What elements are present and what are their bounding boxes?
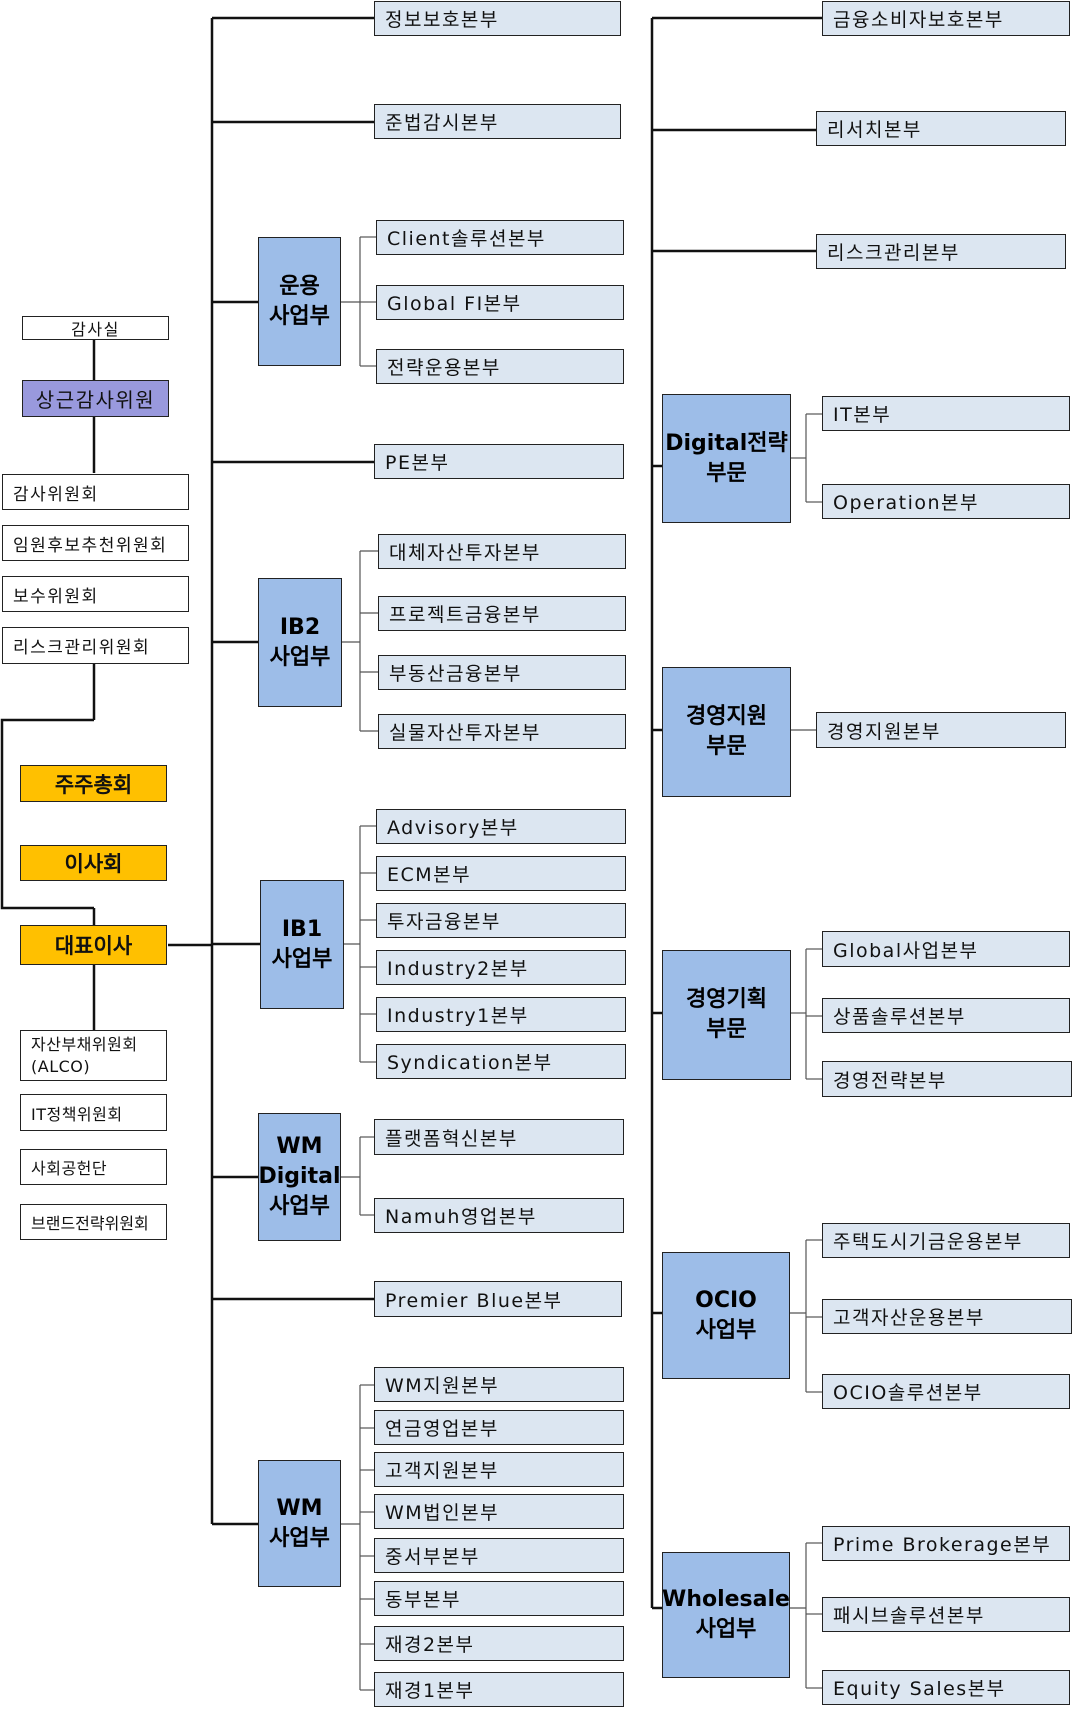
audit-committee-box: 감사위원회 — [2, 474, 189, 510]
ib2-unit: 대체자산투자본부 — [378, 534, 626, 569]
wm-unit: 재경2본부 — [374, 1626, 624, 1661]
digital-unit: Operation본부 — [822, 484, 1070, 519]
digital-division: Digital전략 부문 — [662, 394, 791, 523]
ib1-unit: 투자금융본부 — [376, 903, 626, 938]
ib2-division: IB2 사업부 — [258, 578, 342, 707]
ocio-unit: OCIO솔루션본부 — [822, 1374, 1070, 1409]
ib2-unit: 부동산금융본부 — [378, 655, 626, 690]
consumer-protection-box: 금융소비자보호본부 — [822, 1, 1070, 36]
wm-unit: 고객지원본부 — [374, 1452, 624, 1487]
shareholders-box: 주주총회 — [20, 765, 167, 802]
standing-auditor-box: 상근감사위원 — [22, 380, 169, 417]
mgmt-support-division: 경영지원 부문 — [662, 667, 791, 797]
ib1-unit: ECM본부 — [376, 856, 626, 891]
mgmt-planning-division: 경영기획 부문 — [662, 950, 791, 1080]
asset-mgmt-unit: Client솔루션본부 — [376, 220, 624, 255]
wm-unit: WM법인본부 — [374, 1494, 624, 1529]
asset-mgmt-unit: Global FI본부 — [376, 285, 624, 320]
brand-box: 브랜드전략위원회 — [20, 1204, 167, 1240]
ceo-box: 대표이사 — [20, 925, 167, 965]
audit-office-box: 감사실 — [22, 316, 169, 340]
compliance-box: 준법감시본부 — [374, 104, 621, 139]
wholesale-unit: Prime Brokerage본부 — [822, 1526, 1070, 1561]
wholesale-unit: Equity Sales본부 — [822, 1670, 1070, 1705]
ib1-unit: Industry1본부 — [376, 997, 626, 1032]
ib1-unit: Industry2본부 — [376, 950, 626, 985]
wm-unit: 연금영업본부 — [374, 1410, 624, 1445]
risk-committee-box: 리스크관리위원회 — [2, 627, 189, 664]
ocio-division: OCIO 사업부 — [662, 1252, 790, 1379]
research-box: 리서치본부 — [816, 111, 1066, 146]
digital-unit: IT본부 — [822, 396, 1070, 431]
wholesale-unit: 패시브솔루션본부 — [822, 1597, 1070, 1632]
wm-unit: 동부본부 — [374, 1581, 624, 1616]
ib1-division: IB1 사업부 — [260, 880, 344, 1009]
alco-box: 자산부채위원회 (ALCO) — [20, 1030, 167, 1081]
wholesale-division: Wholesale 사업부 — [662, 1552, 790, 1678]
ib1-unit: Syndication본부 — [376, 1044, 626, 1079]
asset-mgmt-division: 운용 사업부 — [258, 237, 341, 366]
board-box: 이사회 — [20, 845, 167, 881]
risk-mgmt-box: 리스크관리본부 — [816, 234, 1066, 269]
wm-unit: WM지원본부 — [374, 1367, 624, 1402]
mgmt-planning-unit: 경영전략본부 — [822, 1061, 1072, 1097]
compensation-committee-box: 보수위원회 — [2, 576, 189, 612]
ib2-unit: 실물자산투자본부 — [378, 714, 626, 749]
wm-division: WM 사업부 — [258, 1460, 341, 1587]
wm-digital-division: WM Digital 사업부 — [258, 1113, 341, 1241]
mgmt-support-unit: 경영지원본부 — [816, 712, 1066, 748]
pe-box: PE본부 — [374, 444, 624, 479]
mgmt-planning-unit: 상품솔루션본부 — [822, 998, 1070, 1033]
premier-blue-box: Premier Blue본부 — [374, 1281, 622, 1317]
wm-unit: 중서부본부 — [374, 1538, 624, 1573]
ib1-unit: Advisory본부 — [376, 809, 626, 844]
wm-unit: 재경1본부 — [374, 1672, 624, 1707]
asset-mgmt-unit: 전략운용본부 — [376, 349, 624, 384]
nomination-committee-box: 임원후보추천위원회 — [2, 525, 189, 561]
ocio-unit: 고객자산운용본부 — [822, 1299, 1072, 1334]
info-security-box: 정보보호본부 — [374, 1, 621, 36]
wm-digital-unit: Namuh영업본부 — [374, 1198, 624, 1233]
ib2-unit: 프로젝트금융본부 — [378, 596, 626, 631]
mgmt-planning-unit: Global사업본부 — [822, 931, 1070, 967]
ocio-unit: 주택도시기금운용본부 — [822, 1223, 1070, 1258]
social-box: 사회공헌단 — [20, 1149, 167, 1185]
it-policy-box: IT정책위원회 — [20, 1094, 167, 1131]
wm-digital-unit: 플랫폼혁신본부 — [374, 1119, 624, 1155]
